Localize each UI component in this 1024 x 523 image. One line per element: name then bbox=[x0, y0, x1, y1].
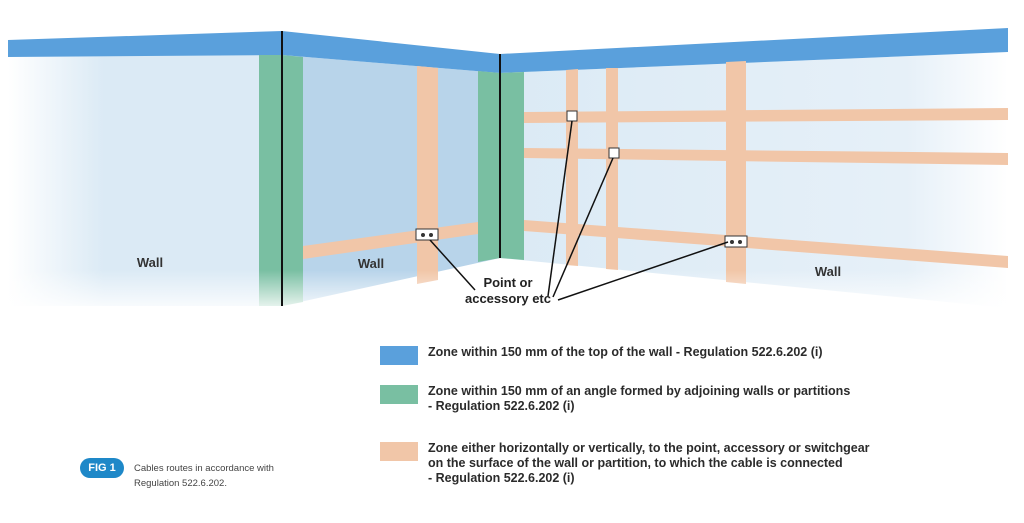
figure-badge: FIG 1 bbox=[80, 458, 124, 478]
route-right-horizontal-1 bbox=[524, 108, 1008, 123]
legend-item-top-zone: Zone within 150 mm of the top of the wal… bbox=[380, 345, 823, 365]
leader-line-right-socket bbox=[557, 241, 729, 301]
route-right-vertical-1 bbox=[566, 69, 578, 266]
wall-label-middle: Wall bbox=[358, 256, 384, 271]
legend-item-route-zone: Zone either horizontally or vertically, … bbox=[380, 441, 870, 486]
left-wall bbox=[8, 55, 282, 306]
legend-line: Zone within 150 mm of an angle formed by… bbox=[428, 384, 851, 398]
wall-label-left: Wall bbox=[137, 255, 163, 270]
caption-line: Regulation 522.6.202. bbox=[134, 478, 227, 489]
middle-wall bbox=[282, 55, 500, 306]
callout-label-line1: Point or bbox=[483, 275, 532, 290]
angle-zone-middle-corner bbox=[478, 71, 500, 262]
switch-accessory-upper bbox=[566, 110, 578, 122]
legend-line: Zone within 150 mm of the top of the wal… bbox=[428, 345, 823, 359]
blue-swatch-icon bbox=[380, 346, 418, 365]
top-zone-right bbox=[500, 28, 1008, 73]
angle-zone-left-corner-a bbox=[259, 55, 282, 306]
switch-accessory-lower bbox=[608, 147, 620, 159]
legend-text-route-zone: Zone either horizontally or vertically, … bbox=[428, 441, 870, 486]
peach-swatch-icon bbox=[380, 442, 418, 461]
legend-line: Zone either horizontally or vertically, … bbox=[428, 441, 870, 455]
double-socket-accessory-middle bbox=[415, 228, 439, 241]
legend-item-angle-zone: Zone within 150 mm of an angle formed by… bbox=[380, 384, 850, 414]
double-socket-accessory-right bbox=[724, 235, 748, 248]
figure-caption: Cables routes in accordance with Regulat… bbox=[134, 461, 274, 491]
leader-line-middle-socket bbox=[429, 239, 476, 291]
top-zone-middle bbox=[282, 31, 500, 73]
route-right-vertical-3 bbox=[726, 61, 746, 284]
legend-line: - Regulation 522.6.202 (i) bbox=[428, 471, 575, 485]
legend-text-top-zone: Zone within 150 mm of the top of the wal… bbox=[428, 345, 823, 360]
route-right-horizontal-3 bbox=[524, 220, 1008, 268]
top-zone-left bbox=[8, 31, 282, 57]
angle-zone-right-corner bbox=[500, 72, 524, 260]
legend-line: on the surface of the wall or partition,… bbox=[428, 456, 843, 470]
angle-zone-left-corner-b bbox=[282, 55, 303, 306]
leader-line-lower-switch bbox=[552, 157, 614, 298]
route-right-horizontal-2 bbox=[524, 148, 1008, 165]
callout-label-line2: accessory etc bbox=[465, 291, 551, 306]
wall-label-right: Wall bbox=[815, 264, 841, 279]
leader-line-upper-switch bbox=[547, 120, 573, 297]
green-swatch-icon bbox=[380, 385, 418, 404]
legend-line: - Regulation 522.6.202 (i) bbox=[428, 399, 575, 413]
legend-text-angle-zone: Zone within 150 mm of an angle formed by… bbox=[428, 384, 850, 414]
caption-line: Cables routes in accordance with bbox=[134, 463, 274, 474]
floor-fade bbox=[0, 270, 1024, 315]
route-middle-vertical bbox=[417, 66, 438, 284]
